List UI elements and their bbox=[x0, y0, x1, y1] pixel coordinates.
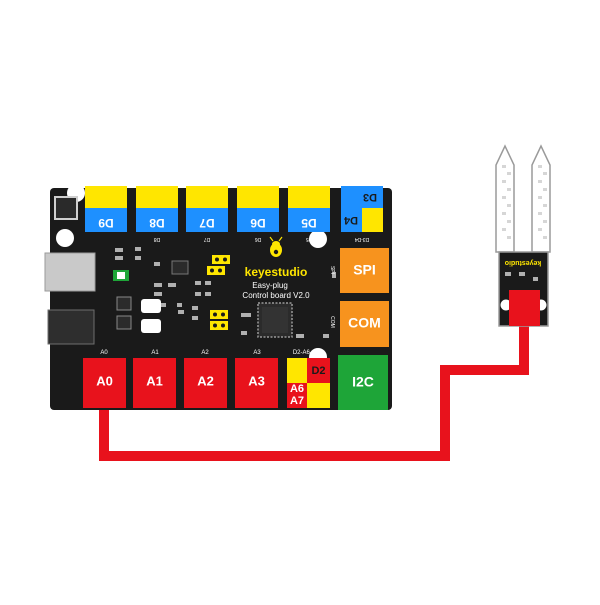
bottom-silk-label: A1 bbox=[151, 350, 159, 356]
top-port-d6[interactable]: D6 bbox=[237, 186, 279, 232]
keyestudio-logo bbox=[269, 236, 283, 257]
i2c-port[interactable]: I2C bbox=[338, 355, 388, 410]
board-model-line1: Easy-plug bbox=[252, 281, 288, 290]
soil-moisture-sensor: keyestudio bbox=[495, 144, 551, 327]
bottom-port-a3[interactable]: A3 bbox=[235, 358, 278, 408]
spi-port[interactable]: SPI bbox=[340, 248, 389, 293]
sensor-cable bbox=[99, 325, 529, 461]
reset-button[interactable] bbox=[54, 196, 78, 220]
com-silk-label: COM bbox=[329, 316, 335, 328]
top-port-d8[interactable]: D8 bbox=[136, 186, 178, 232]
top-port-label: D5 bbox=[301, 216, 317, 230]
bottom-port-label: A3 bbox=[248, 373, 265, 388]
usb-port bbox=[44, 252, 96, 292]
mount-hole bbox=[309, 230, 327, 248]
top-port-label: D9 bbox=[98, 216, 114, 230]
bottom-port-label: A1 bbox=[146, 373, 163, 388]
spi-silk-label: SPI bbox=[329, 266, 335, 274]
top-port-label: D6 bbox=[250, 216, 266, 230]
top-port-label: D7 bbox=[199, 216, 215, 230]
bottom-port-label: A0 bbox=[96, 373, 113, 388]
bottom-port-label: A2 bbox=[197, 373, 214, 388]
top-port-label: D8 bbox=[149, 216, 165, 230]
top-port-d9[interactable]: D9 bbox=[85, 186, 127, 232]
mixed-port-label-d2: D2 bbox=[311, 365, 325, 377]
top-port-label-d3: D3 bbox=[363, 191, 377, 203]
top-port-d3-d4[interactable]: D3 D4 bbox=[341, 186, 383, 232]
board-pcb bbox=[50, 188, 392, 410]
top-silk-label: D7 bbox=[204, 236, 211, 242]
bottom-silk-label: A0 bbox=[100, 350, 108, 356]
top-silk-label: D3-D4 bbox=[355, 236, 370, 242]
sensor-brand: keyestudio bbox=[505, 259, 542, 266]
bottom-port-a1[interactable]: A1 bbox=[133, 358, 176, 408]
bottom-silk-label: A3 bbox=[253, 350, 261, 356]
com-port-label: COM bbox=[348, 315, 381, 331]
i2c-port-label: I2C bbox=[352, 374, 374, 390]
top-silk-label: D5 bbox=[306, 236, 313, 242]
spi-port-label: SPI bbox=[353, 262, 376, 278]
top-silk-label: D6 bbox=[255, 236, 262, 242]
com-port[interactable]: COM bbox=[340, 301, 389, 347]
bottom-port-a2[interactable]: A2 bbox=[184, 358, 227, 408]
sensor-mount-hole bbox=[500, 299, 512, 311]
bottom-silk-label: D2-A6-A7 bbox=[293, 350, 320, 356]
board-model-line2: Control board V2.0 bbox=[242, 291, 310, 300]
control-board: D9 D8 D7 D6 D5 D3 D4 D bbox=[44, 184, 392, 410]
brand-name: keyestudio bbox=[245, 265, 308, 279]
bottom-port-d2-a6-a7[interactable]: D2 A6 A7 bbox=[287, 358, 330, 408]
mixed-port-label-a6: A6 bbox=[290, 383, 304, 395]
top-port-label-d4: D4 bbox=[343, 214, 358, 226]
top-silk-label: D8 bbox=[154, 236, 161, 242]
top-port-d5[interactable]: D5 bbox=[288, 186, 330, 232]
sensor-connector[interactable] bbox=[509, 290, 540, 326]
dc-jack bbox=[47, 309, 95, 345]
bottom-silk-label: A2 bbox=[201, 350, 209, 356]
mixed-port-label-a7: A7 bbox=[290, 395, 304, 407]
top-port-d7[interactable]: D7 bbox=[186, 186, 228, 232]
mount-hole bbox=[56, 229, 74, 247]
board-components bbox=[113, 247, 336, 338]
bottom-port-a0[interactable]: A0 bbox=[83, 358, 126, 408]
